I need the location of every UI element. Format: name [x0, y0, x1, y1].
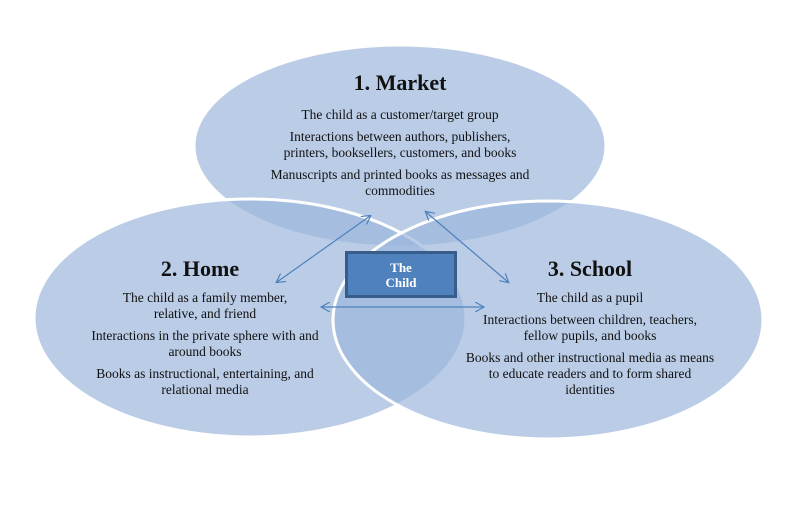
the-child-box: The Child: [345, 251, 457, 298]
school-title: 3. School: [547, 256, 633, 281]
home-text: The child as a family member, relative, …: [75, 290, 335, 404]
market-line: Interactions between authors, publishers…: [283, 129, 517, 160]
home-title: 2. Home: [160, 256, 240, 281]
home-line: Interactions in the private sphere with …: [91, 328, 319, 359]
market-title: 1. Market: [353, 70, 447, 95]
school-text: The child as a pupil Interactions betwee…: [465, 290, 715, 404]
school-line: Books and other instructional media as m…: [465, 350, 715, 397]
school-line: Interactions between children, teachers,…: [482, 312, 698, 343]
home-line: Books as instructional, entertaining, an…: [96, 366, 314, 397]
school-line: The child as a pupil: [536, 290, 644, 305]
market-text: The child as a customer/target group Int…: [270, 107, 530, 205]
market-line: Manuscripts and printed books as message…: [270, 167, 530, 198]
market-line: The child as a customer/target group: [301, 107, 499, 122]
arrow-market-home: [277, 216, 370, 282]
home-line: The child as a family member, relative, …: [122, 290, 288, 321]
arrow-market-school: [426, 212, 508, 282]
child-label-line2: Child: [385, 274, 417, 290]
child-label-line1: The: [390, 259, 412, 275]
